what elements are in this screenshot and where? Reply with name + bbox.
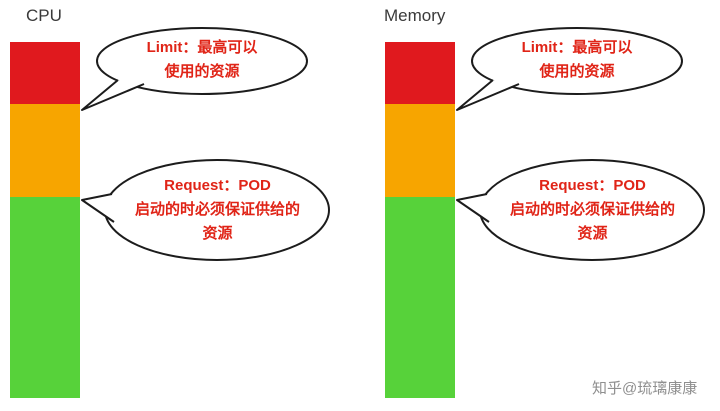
cpu-request-line-2: 启动的时必须保证供给的 [134,201,300,218]
memory-limit-segment [385,42,455,104]
memory-bar [385,42,455,398]
memory-request-bubble [456,159,705,261]
memory-request-segment [385,104,455,197]
memory-request-bubble-text: Request：POD 启动的时必须保证供给的 资源 [485,174,700,246]
cpu-limit-segment [10,42,80,104]
memory-limit-line-2: 使用的资源 [539,63,615,80]
memory-request-line-3: 资源 [577,225,608,242]
cpu-limit-bubble-text: Limit：最高可以 使用的资源 [97,36,307,84]
memory-request-line-1: Request：POD [539,177,646,194]
memory-base-segment [385,197,455,398]
cpu-request-line-1: Request：POD [164,177,271,194]
cpu-limit-line-2: 使用的资源 [164,63,240,80]
zhihu-watermark: 知乎@琉璃康康 [592,380,698,397]
cpu-label: CPU [26,6,62,25]
memory-request-line-2: 启动的时必须保证供给的 [509,201,675,218]
memory-label: Memory [384,6,446,25]
cpu-base-segment [10,197,80,398]
cpu-request-line-3: 资源 [202,225,233,242]
cpu-bar [10,42,80,398]
memory-limit-line-1: Limit：最高可以 [521,39,633,56]
memory-limit-bubble [456,27,683,111]
cpu-request-segment [10,104,80,197]
cpu-limit-bubble [81,27,308,111]
cpu-limit-line-1: Limit：最高可以 [146,39,258,56]
cpu-request-bubble [81,159,330,261]
cpu-request-bubble-text: Request：POD 启动的时必须保证供给的 资源 [110,174,325,246]
memory-limit-bubble-text: Limit：最高可以 使用的资源 [472,36,682,84]
